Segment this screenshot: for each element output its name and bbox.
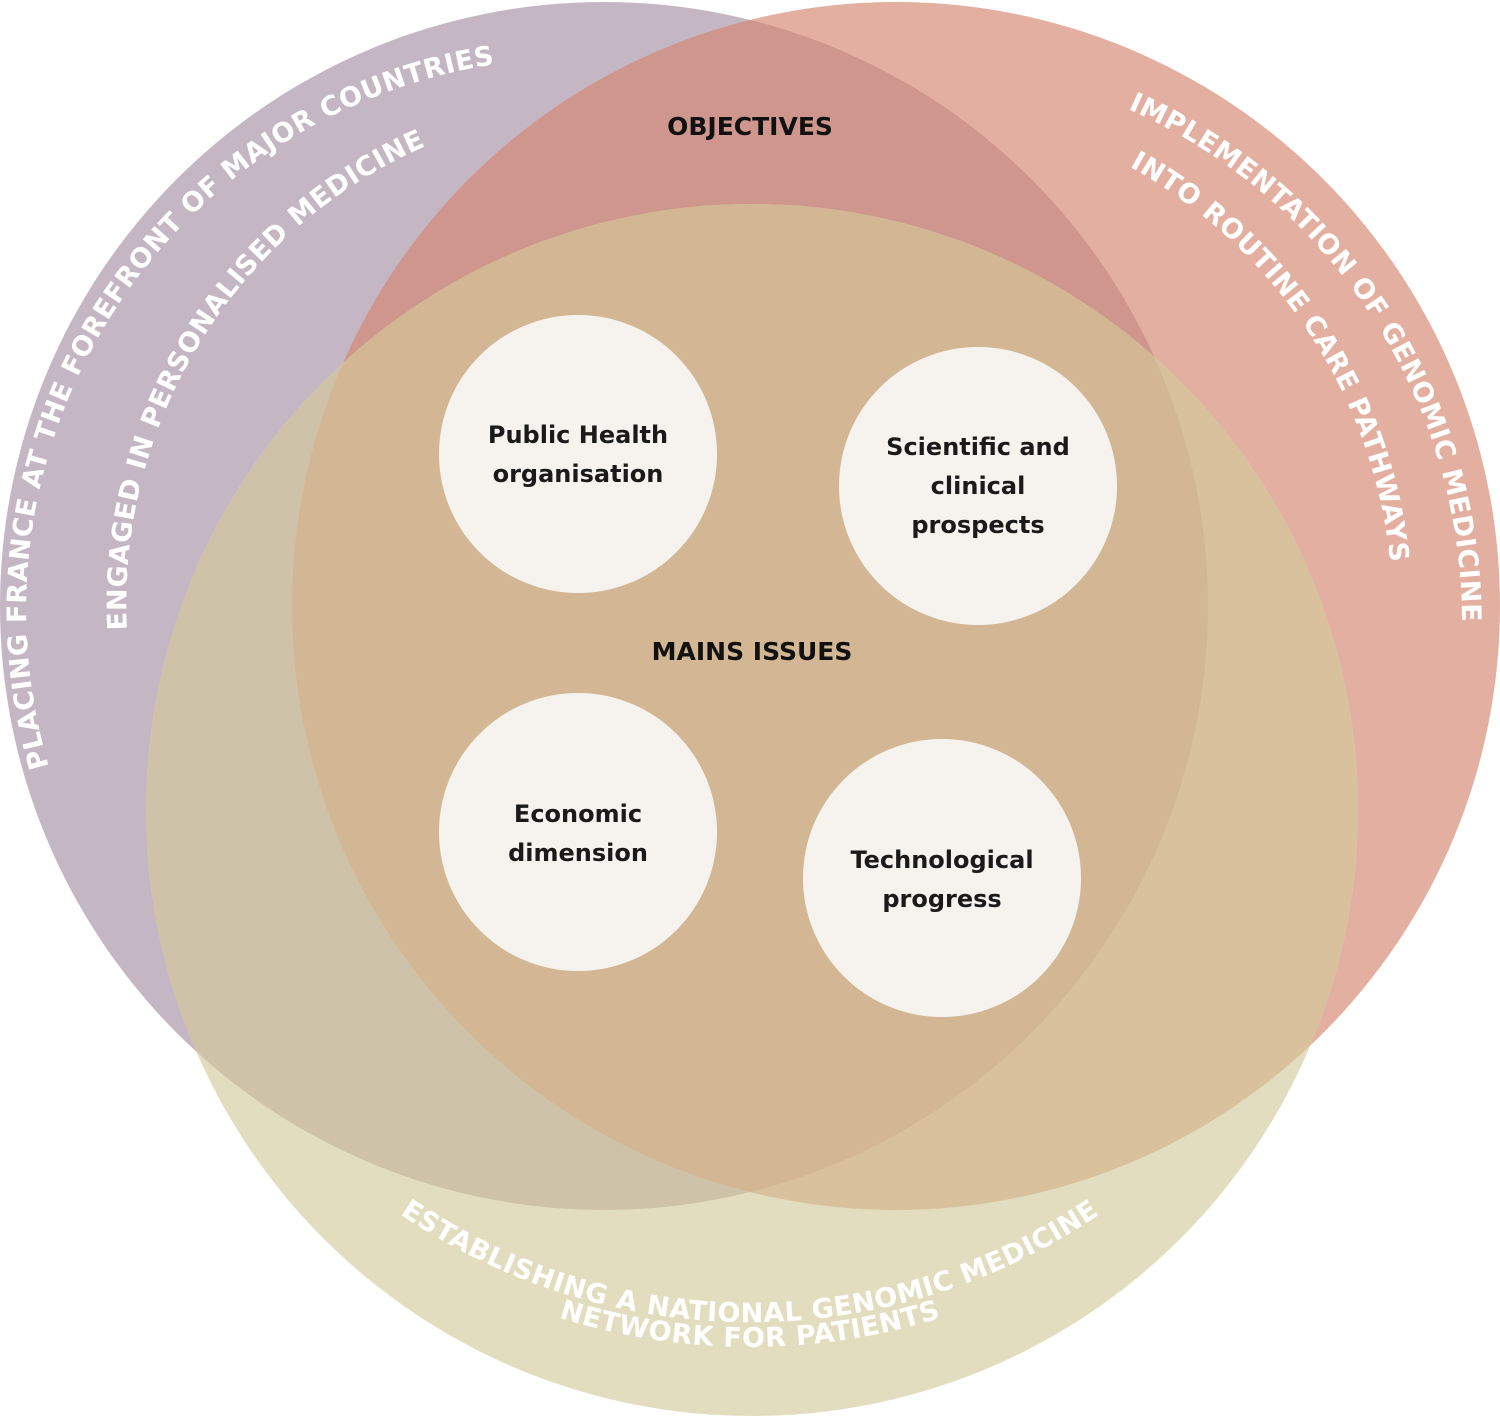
- issue-label: Technological: [850, 846, 1033, 874]
- issue-bubble-scientific-clinical: Scientific and clinical prospects: [839, 347, 1117, 625]
- issue-label: prospects: [911, 511, 1044, 539]
- issue-label: dimension: [508, 839, 648, 867]
- issue-label: Scientific and: [886, 433, 1070, 461]
- issue-label: Public Health: [488, 421, 668, 449]
- issue-bubble-economic: Economic dimension: [439, 693, 717, 971]
- issue-label: Economic: [514, 800, 642, 828]
- main-issues-label: MAINS ISSUES: [652, 637, 853, 666]
- issue-bubble-technological: Technological progress: [803, 739, 1081, 1017]
- issue-label: clinical: [931, 472, 1026, 500]
- issue-label: progress: [882, 885, 1001, 913]
- issue-label: organisation: [493, 460, 664, 488]
- objectives-label: OBJECTIVES: [667, 112, 833, 141]
- issue-bubble-public-health: Public Health organisation: [439, 315, 717, 593]
